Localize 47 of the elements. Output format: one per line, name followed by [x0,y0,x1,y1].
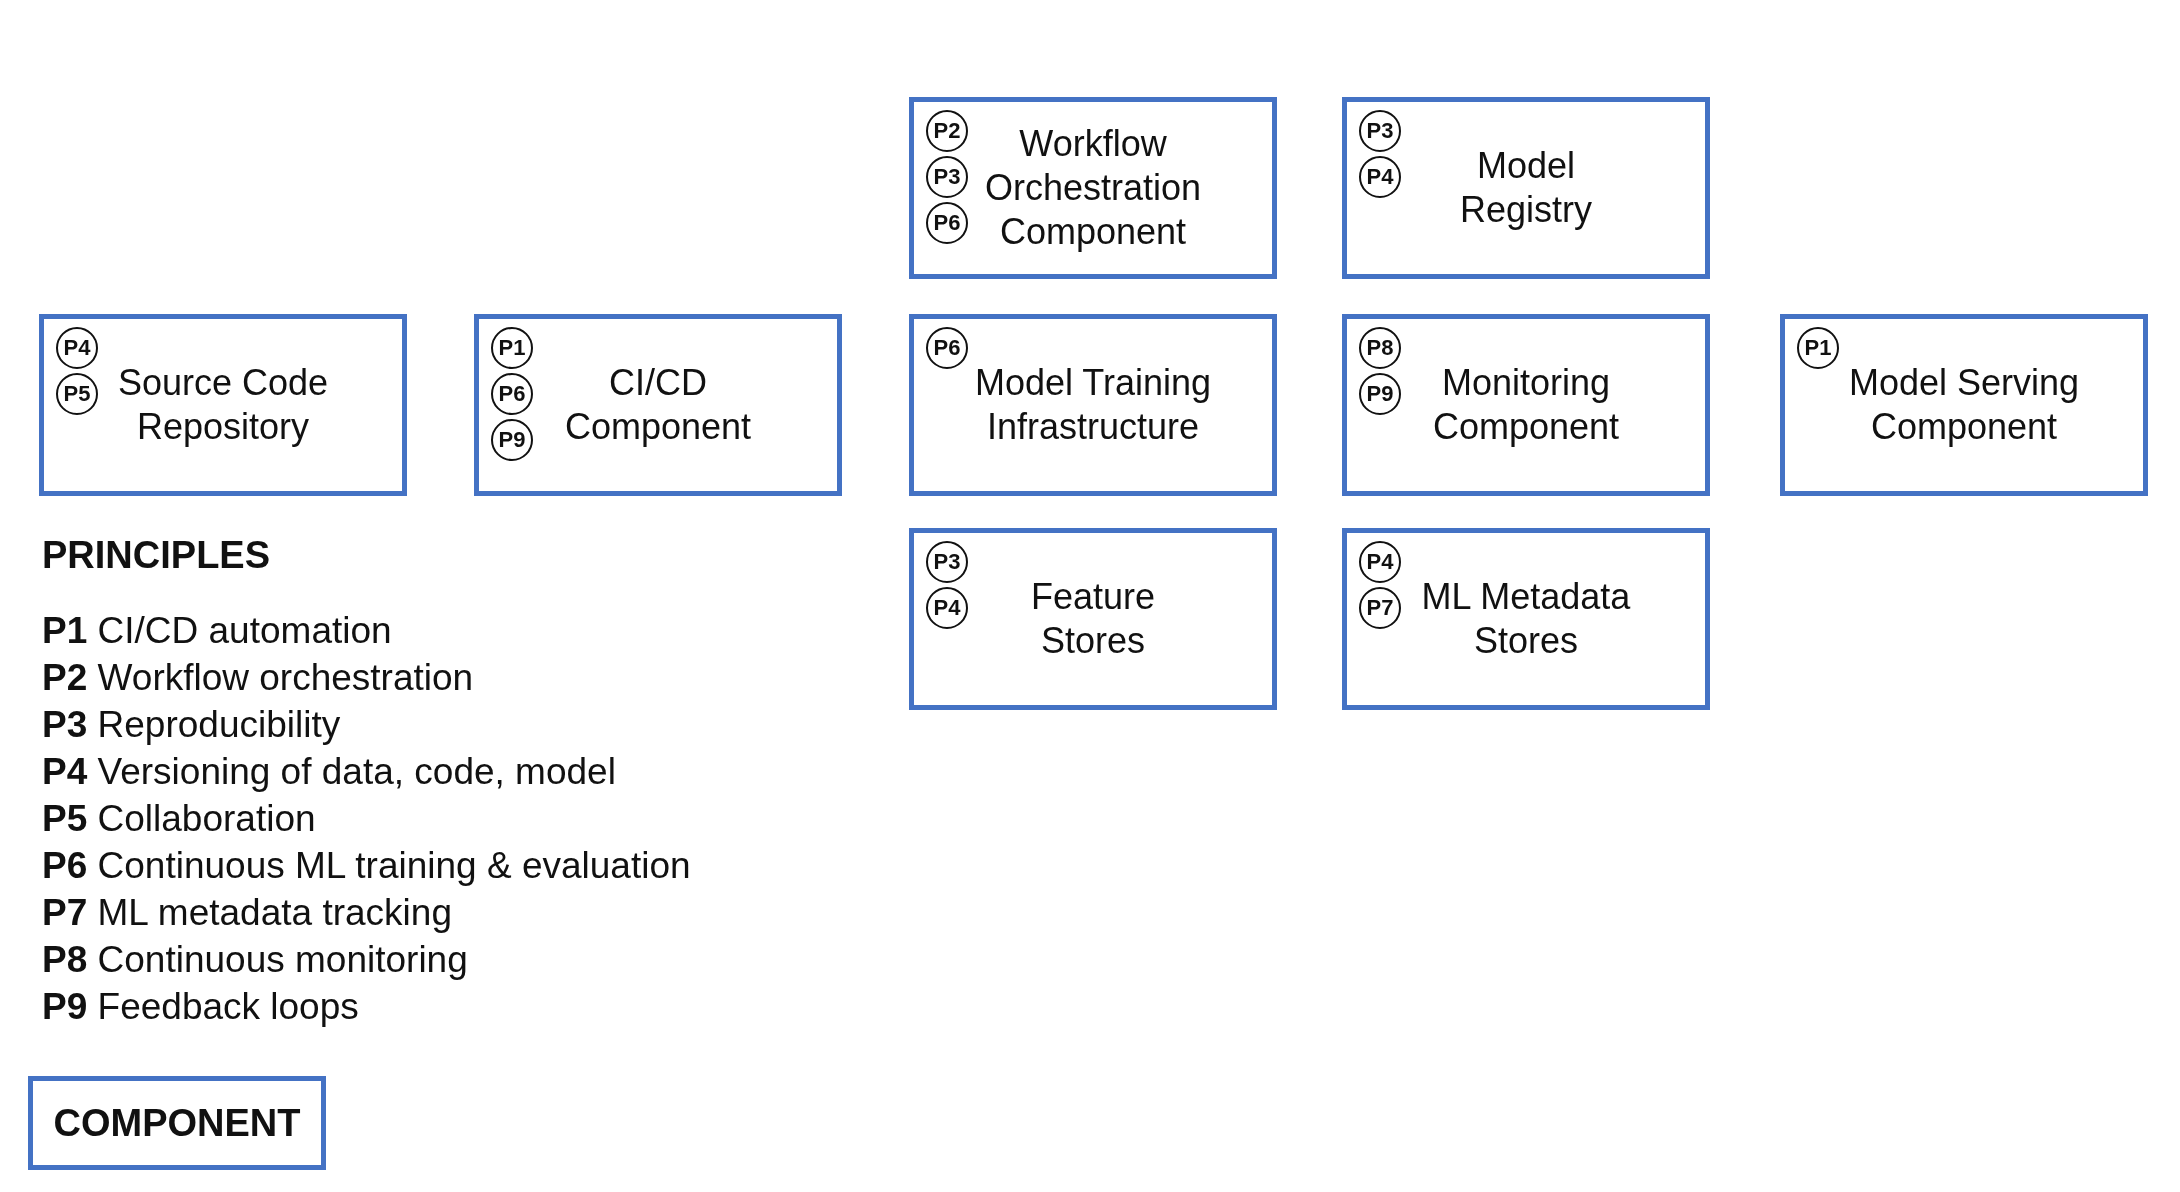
principle-item: P9 Feedback loops [42,985,359,1029]
component-box [909,314,1277,496]
component-name: Model Registry [1459,144,1593,232]
component-box [909,528,1277,710]
principle-badge: P1 [491,327,533,369]
component-box [474,314,842,496]
component-name: CI/CD Component [563,361,753,449]
principle-badge: P6 [926,202,968,244]
principle-badge: P3 [926,541,968,583]
principle-badge: P4 [1359,156,1401,198]
component-box [1342,314,1710,496]
principle-badge: P9 [491,419,533,461]
component-box [1342,528,1710,710]
principle-item: P5 Collaboration [42,797,316,841]
component-box [39,314,407,496]
component-name: Monitoring Component [1431,361,1621,449]
principle-item: P4 Versioning of data, code, model [42,750,616,794]
principle-item: P1 CI/CD automation [42,609,392,653]
principle-badge: P6 [491,373,533,415]
component-name: Source Code Repository [116,361,330,449]
principle-badge: P1 [1797,327,1839,369]
component-box [1780,314,2148,496]
component-name: Model Training Infrastructure [974,361,1212,449]
principle-badge: P9 [1359,373,1401,415]
component-name: ML Metadata Stores [1420,575,1632,663]
principle-badge: P3 [1359,110,1401,152]
principle-badge: P2 [926,110,968,152]
principle-item: P8 Continuous monitoring [42,938,468,982]
component-box [1342,97,1710,279]
principle-item: P6 Continuous ML training & evaluation [42,844,691,888]
principle-badge: P3 [926,156,968,198]
principle-badge: P6 [926,327,968,369]
component-name: Feature Stores [1029,575,1157,663]
principle-item: P7 ML metadata tracking [42,891,452,935]
component-name: Workflow Orchestration Component [983,122,1203,254]
principle-badge: P4 [1359,541,1401,583]
principle-item: P3 Reproducibility [42,703,341,747]
component-name: Model Serving Component [1847,361,2081,449]
section-heading: PRINCIPLES [42,534,271,577]
principle-badge: P7 [1359,587,1401,629]
principle-badge: P4 [926,587,968,629]
principle-item: P2 Workflow orchestration [42,656,474,700]
principle-badge: P8 [1359,327,1401,369]
principle-badge: P5 [56,373,98,415]
legend-box: COMPONENT [28,1076,326,1170]
principle-badge: P4 [56,327,98,369]
component-box [909,97,1277,279]
